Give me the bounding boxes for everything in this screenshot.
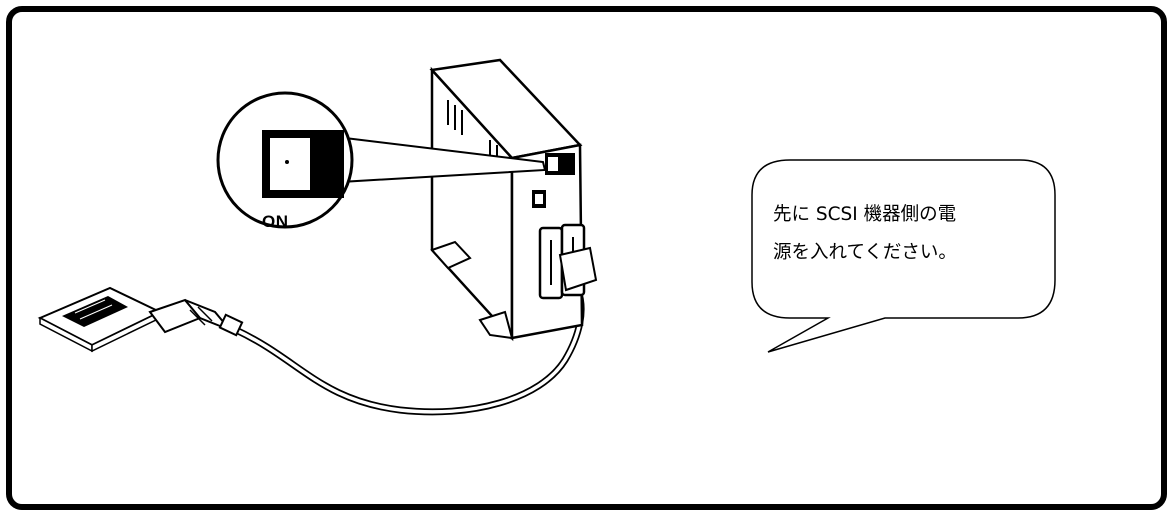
scsi-device	[429, 58, 598, 342]
pc-card	[37, 286, 163, 353]
card-connector	[148, 298, 244, 337]
callout-line-2: 源を入れてください。	[773, 242, 957, 263]
callout-text: 先に SCSI 機器側の電 源を入れてください。	[773, 196, 1043, 272]
callout-line-1: 先に SCSI 機器側の電	[773, 204, 957, 225]
switch-on-label: ON	[262, 212, 289, 231]
switch-zoom-circle	[216, 91, 354, 229]
callout-bubble	[751, 159, 1056, 353]
